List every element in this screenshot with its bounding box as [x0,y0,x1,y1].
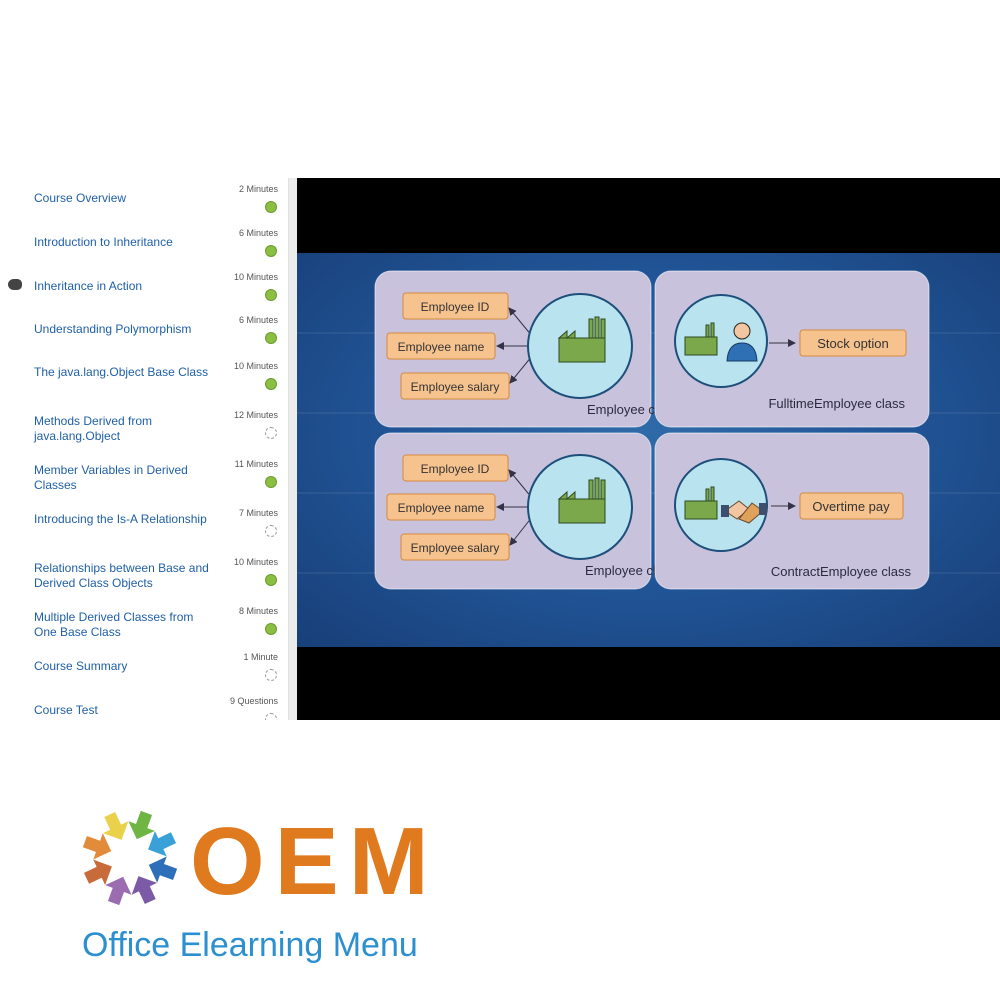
field-employee-id: Employee ID [421,300,490,314]
completed-status-icon [265,623,277,635]
completed-status-icon [265,289,277,301]
completed-status-icon [265,574,277,586]
lesson-item[interactable]: The java.lang.Object Base Class 10 Minute… [0,361,288,409]
lesson-title[interactable]: The java.lang.Object Base Class [34,365,209,379]
lesson-title[interactable]: Course Test [34,703,98,717]
field-employee-name: Employee name [398,501,485,515]
lesson-duration: 11 Minutes [234,459,278,469]
benefit-overtime-pay: Overtime pay [812,499,890,514]
video-player[interactable]: Employee ID Employee name Employee salar… [297,178,1000,720]
lesson-duration: 6 Minutes [238,228,278,238]
lesson-duration: 10 Minutes [233,557,278,567]
lesson-title[interactable]: Introduction to Inheritance [34,235,173,249]
incomplete-status-icon [265,669,277,681]
factory-small-icon [684,322,718,356]
video-slide: Employee ID Employee name Employee salar… [297,253,1000,647]
lesson-item[interactable]: Relationships between Base and Derived C… [0,557,288,605]
lesson-title[interactable]: Course Overview [34,191,127,205]
lesson-duration: 10 Minutes [233,272,278,282]
lesson-duration: 7 Minutes [238,508,278,518]
lesson-title[interactable]: Course Summary [34,659,128,673]
factory-icon [557,316,606,363]
completed-status-icon [265,332,277,344]
lesson-item[interactable]: Methods Derived from java.lang.Object 12 … [0,410,288,458]
lesson-item[interactable]: Inheritance in Action 10 Minutes [0,272,288,320]
lesson-item[interactable]: Course Overview 2 Minutes [0,184,288,232]
lesson-title[interactable]: Multiple Derived Classes from One Base C… [34,610,194,639]
lesson-duration: 12 Minutes [233,410,278,420]
factory-icon [557,477,606,524]
lesson-duration: 6 Minutes [238,315,278,325]
field-employee-name: Employee name [398,340,485,354]
incomplete-status-icon [265,713,277,720]
caption-contract-class: ContractEmployee class [771,564,912,579]
lesson-duration: 9 Questions [229,696,278,706]
lesson-duration: 1 Minute [243,652,278,662]
lesson-item[interactable]: Introducing the Is-A Relationship 7 Minut… [0,508,288,556]
lesson-item[interactable]: Member Variables in Derived Classes 11 Mi… [0,459,288,507]
field-employee-salary: Employee salary [411,380,500,394]
current-lesson-pointer-icon [8,279,22,290]
lesson-item[interactable]: Multiple Derived Classes from One Base C… [0,606,288,654]
field-employee-salary: Employee salary [411,541,500,555]
lesson-title[interactable]: Inheritance in Action [34,279,143,293]
incomplete-status-icon [265,427,277,439]
lesson-title[interactable]: Relationships between Base and Derived C… [34,561,209,590]
panel-fulltime-class: Stock option FulltimeEmployee class [654,270,930,428]
oem-logo-arrows-icon [82,810,178,906]
lesson-title[interactable]: Methods Derived from java.lang.Object [34,414,153,443]
completed-status-icon [265,245,277,257]
brand-tagline: Office Elearning Menu [82,926,418,964]
handshake-icon [721,500,767,524]
lesson-duration: 2 Minutes [238,184,278,194]
lesson-item[interactable]: Introduction to Inheritance 6 Minutes [0,228,288,276]
caption-fulltime-class: FulltimeEmployee class [768,396,905,411]
benefit-stock-option: Stock option [817,336,889,351]
panel-contract-class: Overtime pay ContractEmployee class [654,432,930,590]
lesson-item[interactable]: Understanding Polymorphism 6 Minutes [0,315,288,363]
lesson-title[interactable]: Member Variables in Derived Classes [34,463,188,492]
incomplete-status-icon [265,525,277,537]
lesson-duration: 8 Minutes [238,606,278,616]
caption-employee-class: Employee class [585,563,677,578]
lesson-title[interactable]: Understanding Polymorphism [34,322,192,336]
completed-status-icon [265,201,277,213]
lesson-title[interactable]: Introducing the Is-A Relationship [34,512,207,526]
outline-scrollbar[interactable] [288,178,297,720]
lesson-duration: 10 Minutes [233,361,278,371]
completed-status-icon [265,476,277,488]
factory-small-icon [684,486,718,520]
brand-letters: OEM [190,808,439,915]
completed-status-icon [265,378,277,390]
panel-employee-class-top: Employee ID Employee name Employee salar… [374,270,679,428]
panel-employee-class-bottom: Employee ID Employee name Employee salar… [374,432,677,590]
lesson-item[interactable]: Course Summary 1 Minute [0,652,288,700]
employee-person-icon [726,322,758,362]
lesson-item[interactable]: Course Test 9 Questions [0,696,288,720]
field-employee-id: Employee ID [421,462,490,476]
